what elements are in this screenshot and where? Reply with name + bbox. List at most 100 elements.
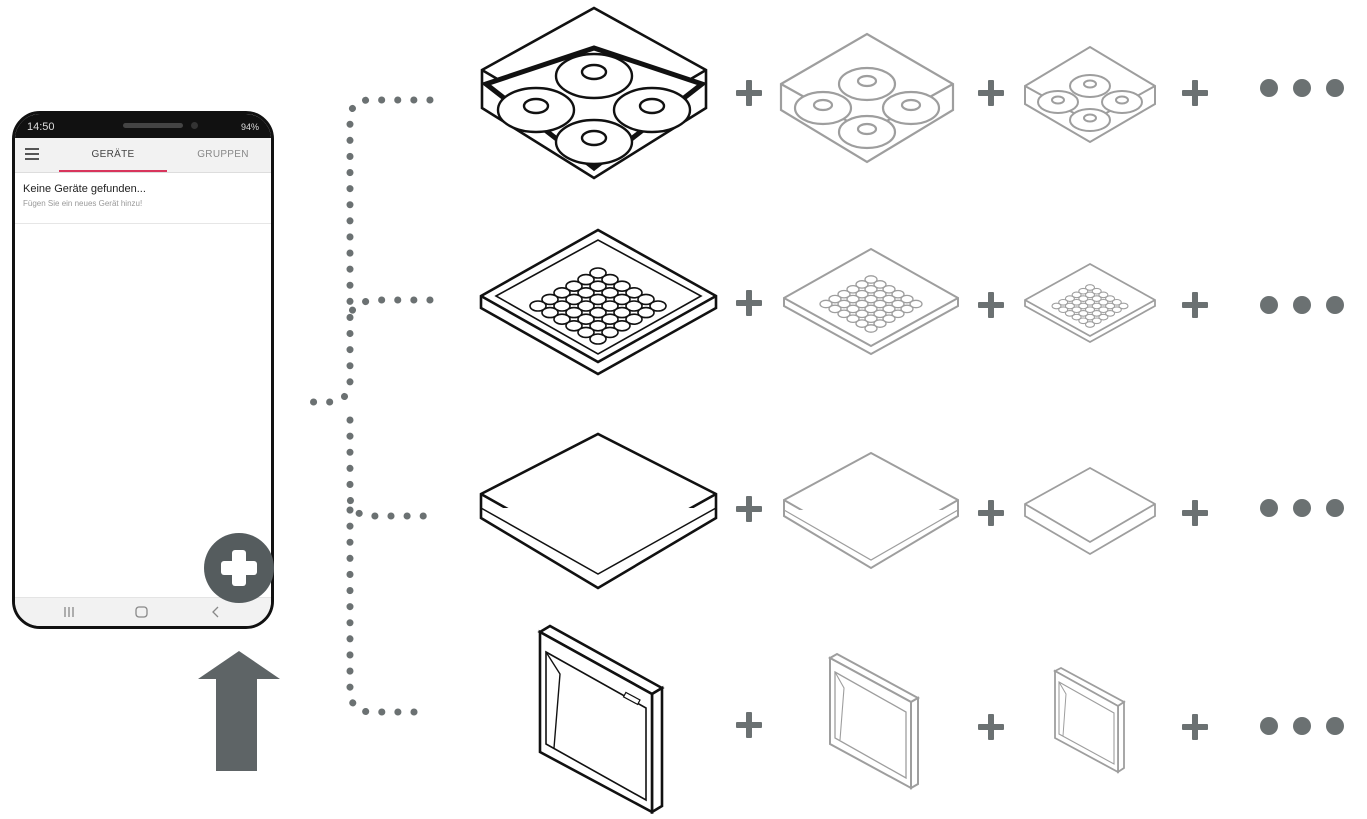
led-dot (1051, 302, 1062, 310)
empty-state-title: Keine Geräte gefunden... (23, 183, 146, 195)
hamburger-menu-icon[interactable] (25, 148, 39, 160)
led-dot (1078, 310, 1089, 317)
led-dot (891, 289, 905, 299)
led-dot (529, 300, 547, 312)
led-dot (1078, 287, 1089, 295)
led-dot (864, 324, 878, 333)
led-dot (577, 287, 595, 299)
led-dot (589, 333, 607, 345)
tab-devices[interactable]: GERÄTE (59, 138, 167, 172)
wall-light-small (1053, 666, 1126, 774)
led-dot (855, 289, 869, 299)
battery-status: 94% (240, 122, 259, 132)
led-dot (565, 280, 583, 293)
led-dot (613, 320, 631, 332)
plus-icon (221, 550, 257, 586)
led-dot (1105, 295, 1116, 302)
led-dot (1058, 306, 1069, 314)
plus-icon (1182, 80, 1208, 106)
led-dot (1084, 284, 1096, 291)
led-matrix-light-large (479, 228, 718, 376)
led-dot (1118, 302, 1129, 310)
led-dot (891, 299, 905, 309)
led-dot (873, 309, 887, 319)
app-bar: GERÄTE GRUPPEN (15, 138, 271, 173)
led-dot (541, 306, 559, 319)
led-dot (1064, 302, 1075, 310)
arrow-up-icon (198, 651, 280, 771)
led-dot (909, 299, 923, 309)
smartphone: 14:50 94% GERÄTE GRUPPEN Keine Geräte ge… (12, 111, 274, 629)
led-matrix-light-medium (783, 247, 959, 356)
plus-icon (978, 714, 1004, 740)
led-dot (1111, 306, 1122, 314)
wall-light-large (537, 624, 665, 814)
led-dot (873, 289, 887, 299)
plus-icon (1182, 292, 1208, 318)
back-icon[interactable] (212, 606, 219, 618)
led-dot (1078, 302, 1089, 310)
led-dot (900, 304, 914, 314)
led-dot (577, 326, 595, 339)
led-matrix-light-small (1024, 262, 1156, 344)
led-dot (846, 314, 860, 324)
flat-panel-light-medium (783, 451, 959, 570)
led-dot (637, 306, 655, 319)
led-dot (589, 267, 607, 279)
led-dot (577, 273, 595, 286)
plus-icon (736, 712, 762, 738)
led-dot (1098, 306, 1109, 314)
led-dot (882, 294, 896, 304)
led-dot (625, 313, 643, 325)
recent-apps-icon[interactable] (64, 607, 74, 617)
led-dot (649, 300, 667, 312)
tab-groups[interactable]: GRUPPEN (175, 138, 271, 172)
tab-groups-label: GRUPPEN (197, 149, 249, 160)
led-dot (565, 306, 583, 319)
flat-panel-light-small (1024, 466, 1156, 556)
led-dot (1098, 313, 1109, 321)
led-dot (837, 299, 851, 309)
led-dot (589, 320, 607, 332)
led-dot (837, 309, 851, 319)
plus-icon (1182, 714, 1208, 740)
led-dot (846, 294, 860, 304)
home-icon[interactable] (135, 606, 148, 618)
led-dot (601, 300, 619, 312)
more-sizes-ellipsis (1260, 717, 1344, 735)
led-dot (1105, 302, 1116, 310)
more-sizes-ellipsis (1260, 79, 1344, 97)
dotted-connector-tree (296, 96, 434, 716)
system-nav-bar (15, 597, 271, 626)
led-dot (1111, 298, 1122, 306)
plus-icon (978, 80, 1004, 106)
led-dot (553, 287, 571, 299)
led-dot (1071, 306, 1082, 314)
led-dot (891, 309, 905, 319)
empty-state-subtitle: Fügen Sie ein neues Gerät hinzu! (23, 199, 143, 208)
led-dot (625, 287, 643, 299)
plus-icon (1182, 500, 1208, 526)
led-dot (625, 300, 643, 312)
led-dot (1091, 287, 1102, 295)
led-dot (613, 306, 631, 319)
led-dot (1105, 310, 1116, 317)
led-dot (855, 280, 869, 289)
led-dot (613, 293, 631, 306)
led-dot (1084, 306, 1096, 314)
led-dot (1084, 321, 1096, 328)
status-time: 14:50 (27, 121, 55, 133)
led-dot (1064, 295, 1075, 302)
wall-light-medium (827, 652, 921, 790)
led-dot (819, 299, 833, 309)
led-dot (565, 320, 583, 332)
led-dot (855, 299, 869, 309)
led-dot (601, 273, 619, 286)
led-dot (577, 313, 595, 325)
plus-icon (736, 496, 762, 522)
led-dot (1084, 313, 1096, 321)
tab-devices-label: GERÄTE (91, 149, 135, 160)
camera-icon (191, 122, 198, 129)
led-dot (846, 284, 860, 294)
add-device-button[interactable] (204, 533, 274, 603)
